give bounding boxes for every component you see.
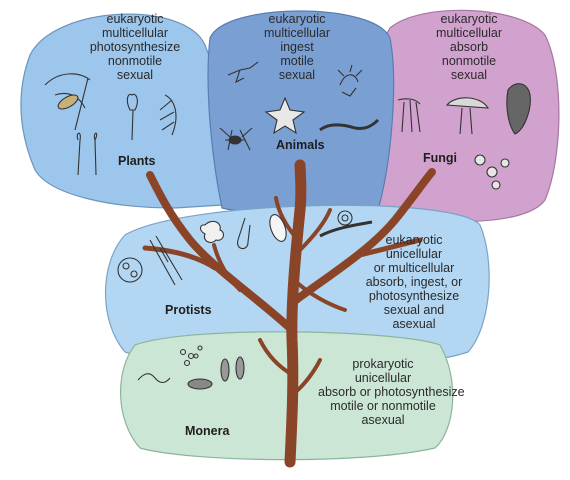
plants-trait: nonmotile xyxy=(107,54,163,68)
monera-trait: unicellular xyxy=(354,371,412,385)
fungi-trait: nonmotile xyxy=(441,54,497,68)
fungi-trait: sexual xyxy=(450,68,488,82)
plants-trait: photosynthesize xyxy=(89,40,181,54)
animals-label: Animals xyxy=(276,138,325,152)
monera-trait: prokaryotic xyxy=(352,357,414,371)
animal-illustrations xyxy=(219,61,380,151)
monera-label: Monera xyxy=(185,424,230,438)
protist-illustrations xyxy=(117,210,373,286)
animals-traits: eukaryotic multicellular ingest motile s… xyxy=(242,12,352,82)
protists-trait: unicellular xyxy=(385,247,443,261)
fungi-label: Fungi xyxy=(423,151,458,165)
protists-trait: absorb, ingest, or xyxy=(365,275,463,289)
plants-trait: sexual xyxy=(116,68,154,82)
animals-trait: multicellular xyxy=(264,26,330,40)
plants-label: Plants xyxy=(118,154,156,168)
monera-lobe xyxy=(119,331,454,461)
fungi-trait: absorb xyxy=(449,40,489,54)
fungi-trait: eukaryotic xyxy=(440,12,498,26)
protists-trait: or multicellular xyxy=(373,261,455,275)
protists-label: Protists xyxy=(165,303,212,317)
animals-trait: motile xyxy=(280,54,314,68)
plant-illustrations xyxy=(44,73,177,176)
animals-trait: sexual xyxy=(278,68,316,82)
monera-trait: motile or nonmotile xyxy=(330,399,436,413)
tree-trunk xyxy=(142,159,436,468)
plants-traits: eukaryotic multicellular photosynthesize… xyxy=(80,12,190,82)
monera-traits: prokaryotic unicellular absorb or photos… xyxy=(318,357,465,427)
protists-trait: eukaryotic xyxy=(385,233,443,247)
monera-illustrations xyxy=(137,345,245,390)
monera-trait: asexual xyxy=(361,413,405,427)
animals-trait: ingest xyxy=(280,40,314,54)
plants-trait: multicellular xyxy=(102,26,168,40)
protists-trait: photosynthesize xyxy=(368,289,460,303)
monera-trait: absorb or photosynthesize xyxy=(318,385,465,399)
protists-trait: asexual xyxy=(392,317,436,331)
fungi-illustrations xyxy=(397,83,531,190)
protists-trait: sexual and xyxy=(383,303,445,317)
fungi-traits: eukaryotic multicellular absorb nonmotil… xyxy=(414,12,524,82)
animals-trait: eukaryotic xyxy=(268,12,326,26)
fungi-trait: multicellular xyxy=(436,26,502,40)
plants-trait: eukaryotic xyxy=(106,12,164,26)
protists-traits: eukaryotic unicellular or multicellular … xyxy=(358,233,470,331)
